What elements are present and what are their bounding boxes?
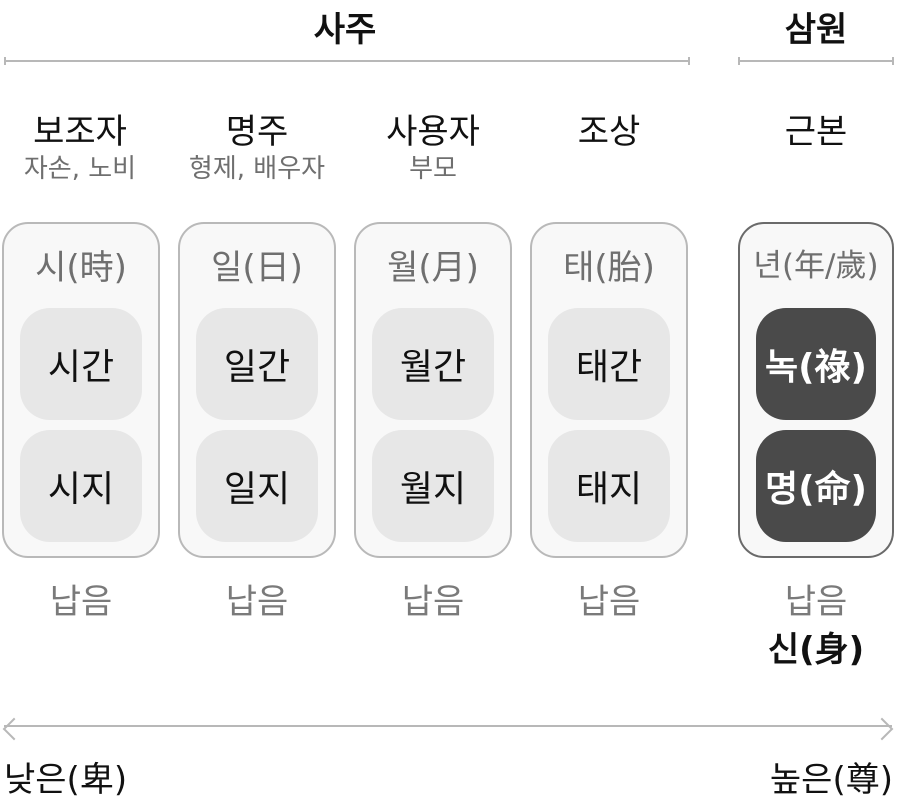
- stem-cell: 태간: [548, 308, 670, 420]
- nabeum-label: 납음: [577, 582, 641, 622]
- arrow-left-icon: [2, 717, 26, 741]
- role-sub-label: 자손, 노비: [23, 154, 137, 184]
- branch-cell: 월지: [372, 430, 494, 542]
- pillar-hour: 시(時) 시간 시지: [2, 222, 160, 558]
- myeong-cell: 명(命): [756, 430, 876, 542]
- group-title-saju: 사주: [313, 10, 377, 50]
- pillar-day: 일(日) 일간 일지: [178, 222, 336, 558]
- nabeum-label: 납음: [784, 582, 848, 622]
- pillar-label: 월(月): [387, 248, 479, 288]
- hierarchy-axis-line: [4, 725, 892, 727]
- bracket-saju: [4, 57, 690, 65]
- axis-label-high: 높은(尊): [769, 760, 893, 800]
- role-label: 사용자: [386, 112, 480, 152]
- role-label: 조상: [577, 112, 641, 152]
- pillar-label: 시(時): [35, 248, 127, 288]
- role-label: 명주: [225, 112, 289, 152]
- role-sub-label: 형제, 배우자: [188, 154, 326, 184]
- stem-cell: 월간: [372, 308, 494, 420]
- nabeum-label: 납음: [49, 582, 113, 622]
- rok-cell: 녹(祿): [756, 308, 876, 420]
- pillar-label: 태(胎): [563, 248, 655, 288]
- role-label: 보조자: [33, 112, 127, 152]
- pillar-label: 년(年/歲): [753, 248, 879, 284]
- pillar-month: 월(月) 월간 월지: [354, 222, 512, 558]
- sin-label: 신(身): [767, 630, 865, 670]
- role-label: 근본: [784, 112, 848, 152]
- pillar-year: 년(年/歲) 녹(祿) 명(命): [738, 222, 894, 558]
- pillar-label: 일(日): [211, 248, 303, 288]
- branch-cell: 일지: [196, 430, 318, 542]
- branch-cell: 시지: [20, 430, 142, 542]
- stem-cell: 시간: [20, 308, 142, 420]
- nabeum-label: 납음: [225, 582, 289, 622]
- stem-cell: 일간: [196, 308, 318, 420]
- group-title-samwon: 삼원: [784, 10, 848, 50]
- arrow-right-icon: [870, 717, 894, 741]
- bracket-samwon: [738, 57, 894, 65]
- role-sub-label: 부모: [409, 154, 457, 184]
- pillar-conception: 태(胎) 태간 태지: [530, 222, 688, 558]
- axis-label-low: 낮은(卑): [4, 760, 128, 800]
- nabeum-label: 납음: [401, 582, 465, 622]
- branch-cell: 태지: [548, 430, 670, 542]
